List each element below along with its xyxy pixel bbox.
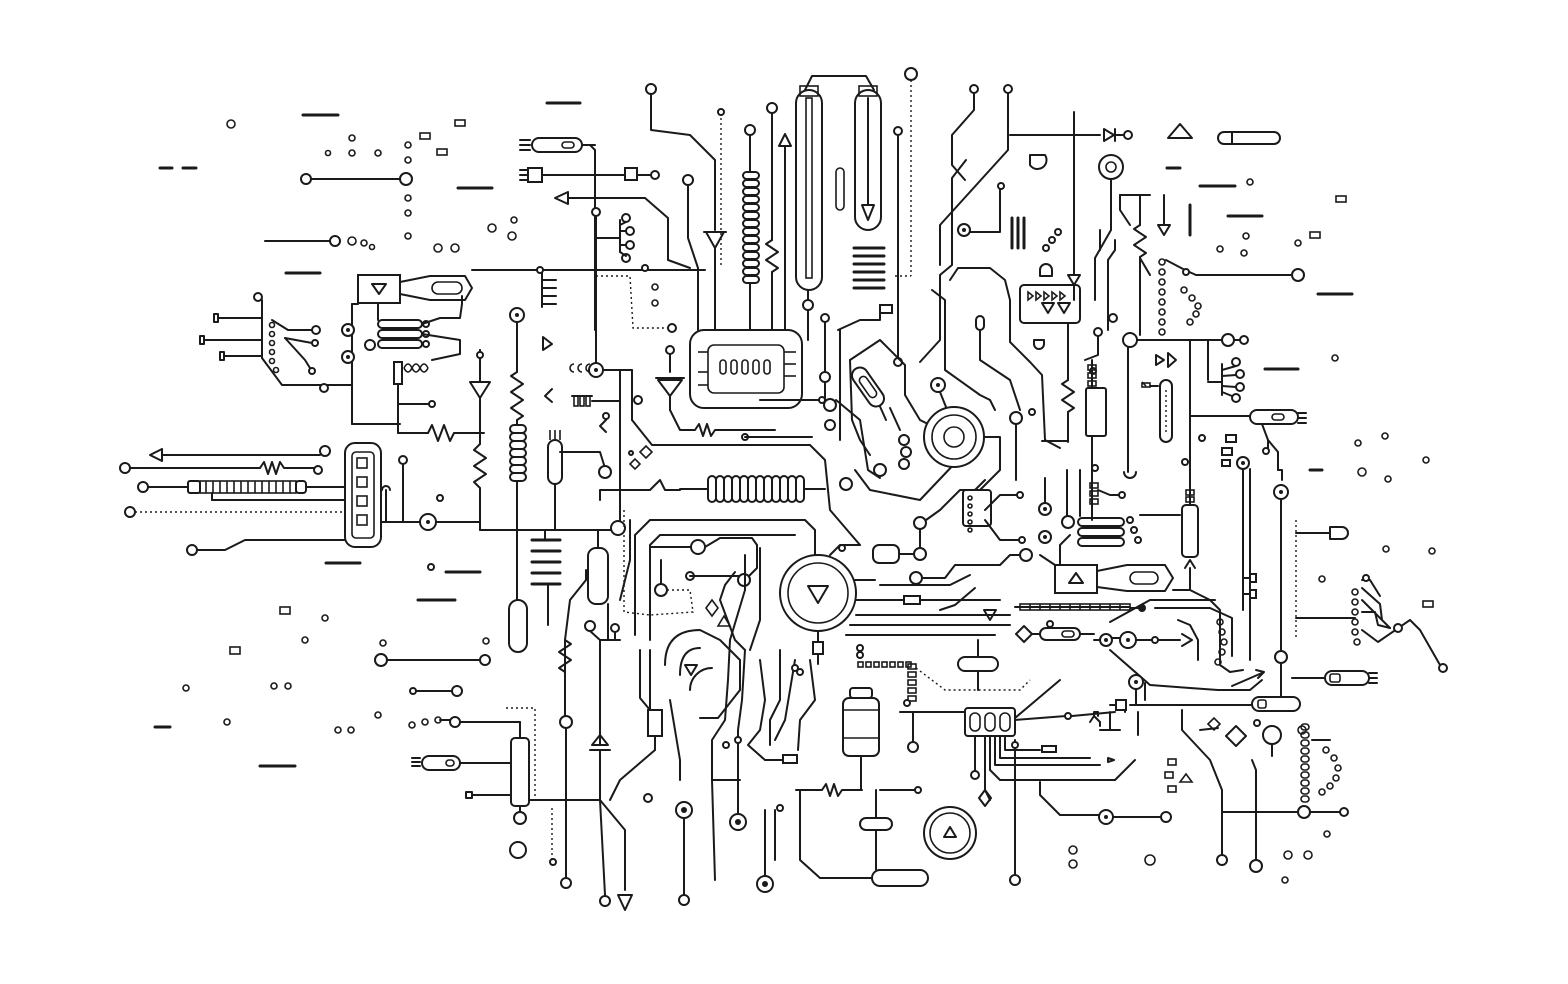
coil-icon	[1351, 588, 1361, 646]
center-mid	[609, 84, 1133, 906]
left-center-column	[506, 137, 861, 911]
left-cluster	[119, 101, 706, 799]
right-cluster	[1089, 123, 1448, 884]
coil-icon	[967, 495, 973, 533]
capacitor-icon	[852, 246, 886, 290]
coil-icon	[1180, 286, 1202, 326]
chip-icon	[689, 329, 803, 409]
connector-icon	[857, 661, 912, 668]
resistor-icon	[1133, 224, 1147, 258]
gear-ring-icon	[923, 406, 985, 468]
center-lower	[711, 479, 1033, 893]
connector-icon	[1061, 515, 1142, 547]
resistor-icon	[259, 461, 315, 475]
coil-icon	[907, 663, 917, 702]
center-top	[645, 67, 918, 441]
resistor-icon	[473, 443, 487, 489]
connector-icon	[364, 319, 430, 351]
connector-icon	[344, 442, 382, 548]
coil-icon	[403, 363, 429, 373]
coil-icon	[1087, 364, 1097, 387]
coil-icon	[1214, 618, 1228, 666]
coil-icon	[268, 321, 280, 374]
coil-icon	[1300, 723, 1310, 803]
chip-icon	[1054, 564, 1098, 594]
center-right	[957, 111, 1174, 886]
resistor-icon	[510, 371, 524, 421]
coil-icon	[1089, 482, 1099, 505]
resistor-icon	[558, 639, 572, 673]
coil-icon	[199, 480, 297, 494]
coil-icon	[509, 424, 527, 482]
triangle-arrow-icon	[779, 554, 857, 632]
resistor-icon	[765, 239, 779, 273]
chip-icon	[357, 274, 401, 304]
capacitor-icon	[1010, 216, 1026, 250]
capacitor-icon	[530, 538, 562, 586]
coil-icon	[742, 171, 760, 284]
triangle-arrow-icon	[923, 806, 977, 860]
coil-icon	[1318, 746, 1342, 796]
coil-icon	[1158, 258, 1166, 336]
resistor-icon	[1061, 379, 1075, 413]
resistor-icon	[427, 424, 485, 442]
coil-icon	[707, 475, 805, 503]
